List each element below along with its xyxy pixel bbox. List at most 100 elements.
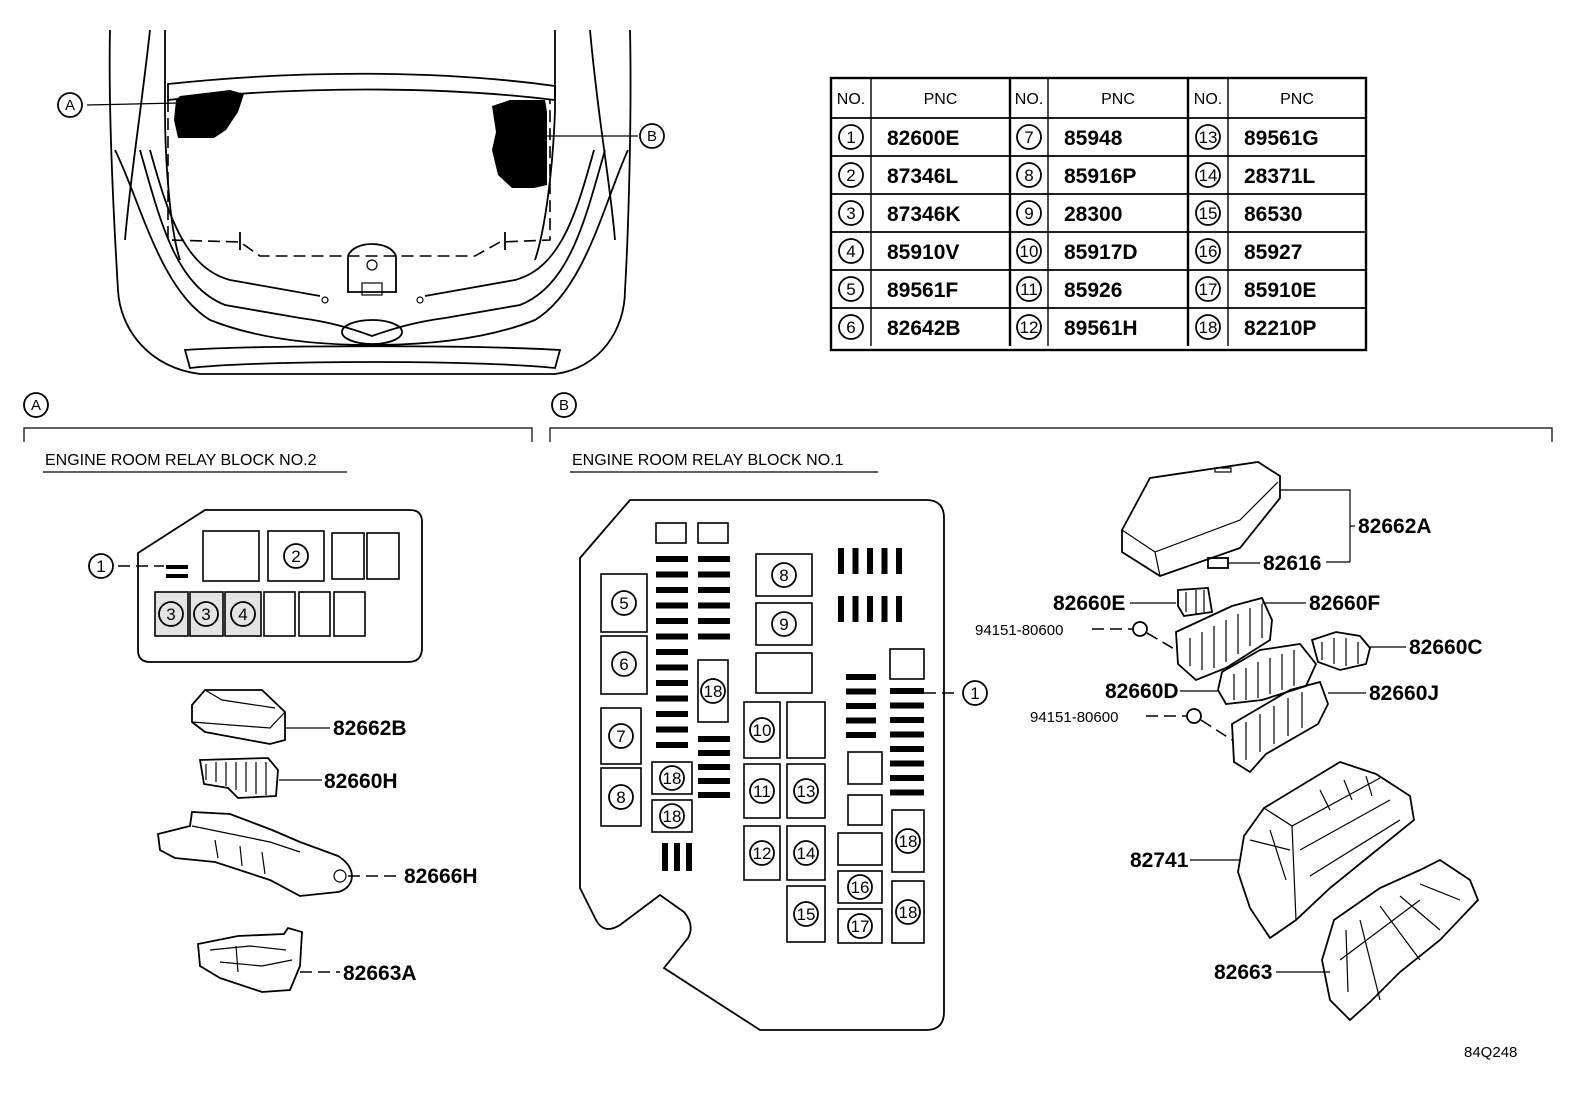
fuse-bar xyxy=(698,556,730,562)
callout-number: 1 xyxy=(970,684,979,703)
fuse-bar xyxy=(890,717,924,723)
part-label: 82666H xyxy=(404,865,478,888)
fuse-bar xyxy=(846,732,876,738)
fuse-bar xyxy=(686,843,692,871)
part-82660c-drawing xyxy=(1310,631,1371,671)
table-item-number: 11 xyxy=(1020,280,1038,299)
fuse-bar xyxy=(867,596,873,622)
section-b: B ENGINE ROOM RELAY BLOCK NO.1 xyxy=(549,392,1553,1031)
part-label: 94151-80600 xyxy=(975,622,1063,639)
fuse-bar xyxy=(656,556,688,562)
fuse-bar xyxy=(867,548,873,574)
part-82660f-drawing xyxy=(1175,596,1273,682)
fuse-bar xyxy=(698,764,730,770)
callout-number: 16 xyxy=(851,878,870,897)
part-82660e-drawing xyxy=(1177,587,1214,617)
fuse-bar xyxy=(890,789,924,796)
item-number-circle xyxy=(1016,200,1042,226)
part-82663a-drawing xyxy=(197,926,340,993)
table-pnc: 89561H xyxy=(1064,317,1138,340)
part-label: 82660D xyxy=(1105,680,1179,703)
fuse-bar xyxy=(890,775,924,781)
callout-number: 2 xyxy=(291,547,300,566)
fuse-bar xyxy=(698,618,730,624)
fuse-bar xyxy=(656,602,688,609)
part-label: 82662A xyxy=(1358,515,1432,538)
fuse-bar xyxy=(656,664,688,671)
table-pnc: 85917D xyxy=(1064,241,1138,264)
part-82662b-drawing xyxy=(191,689,330,745)
vehicle-overview: A B xyxy=(57,29,665,375)
fuse-bar xyxy=(656,726,688,733)
table-item-number: 5 xyxy=(846,280,855,299)
fuse-bar xyxy=(852,596,859,622)
callout-number: 17 xyxy=(851,917,870,936)
fuse-bar xyxy=(656,571,688,578)
item-number-circle xyxy=(1016,124,1042,150)
table-header-cell: NO. xyxy=(1015,91,1043,108)
diagram-id: 84Q248 xyxy=(1464,1044,1517,1061)
fuse-bar xyxy=(838,548,844,574)
item-number-circle xyxy=(1195,162,1221,188)
fuse-bar xyxy=(846,688,876,695)
callout-number: 10 xyxy=(753,721,772,740)
table-header-cell: PNC xyxy=(924,91,958,108)
callout-number: 1 xyxy=(96,557,105,576)
part-label: 82616 xyxy=(1263,552,1321,575)
callout-number: 18 xyxy=(663,769,682,788)
table-header-cell: PNC xyxy=(1101,91,1135,108)
fuse-bar xyxy=(896,548,902,574)
table-item-number: 8 xyxy=(1024,166,1033,185)
table-item-number: 9 xyxy=(1024,204,1033,223)
table-pnc: 85926 xyxy=(1064,279,1122,302)
item-number-circle xyxy=(1016,238,1042,264)
fuse-bar xyxy=(846,717,876,724)
part-label: 82660F xyxy=(1309,592,1380,615)
fuse-bar xyxy=(890,702,924,709)
table-item-number: 18 xyxy=(1199,318,1218,337)
fuse-bar xyxy=(656,618,688,624)
table-pnc: 85910E xyxy=(1244,279,1316,302)
table-pnc: 85910V xyxy=(887,241,959,264)
part-label: 94151-80600 xyxy=(1030,709,1118,726)
item-number-circle xyxy=(1195,200,1221,226)
table-pnc: 89561G xyxy=(1244,127,1319,150)
fuse-bar xyxy=(846,703,876,709)
table-item-number: 15 xyxy=(1199,204,1218,223)
section-b-marker: B xyxy=(559,397,569,414)
callout-number: 8 xyxy=(779,566,788,585)
table-pnc: 82210P xyxy=(1244,317,1316,340)
item-number-circle xyxy=(838,162,864,188)
fuse-bar xyxy=(881,596,888,622)
block-b-callouts: 5 6 7 8 8 9 18 18 18 10 11 12 13 14 15 1… xyxy=(608,562,988,939)
fuse-bar xyxy=(656,711,688,717)
table-item-number: 13 xyxy=(1199,128,1218,147)
fuse-bar xyxy=(698,633,730,640)
table-item-number: 7 xyxy=(1024,128,1033,147)
fuse-bar xyxy=(881,548,888,574)
fuse-bar xyxy=(896,596,902,622)
fuse-bar xyxy=(698,792,730,798)
section-b-title: ENGINE ROOM RELAY BLOCK NO.1 xyxy=(572,452,844,469)
part-label: 82663 xyxy=(1214,961,1272,984)
part-label: 82660E xyxy=(1053,592,1125,615)
table-item-number: 6 xyxy=(846,318,855,337)
fuse-bar xyxy=(698,736,730,742)
item-number-circle xyxy=(1016,276,1042,302)
table-header-cell: PNC xyxy=(1280,91,1314,108)
part-82660j-drawing xyxy=(1231,680,1329,774)
fuse-bar xyxy=(698,571,730,578)
item-number-circle xyxy=(838,124,864,150)
callout-number: 6 xyxy=(619,655,628,674)
callout-number: 15 xyxy=(797,905,816,924)
fuse-bar xyxy=(662,843,668,871)
table-header-cell: NO. xyxy=(837,91,865,108)
fuse-bar xyxy=(838,596,844,622)
fuse-bar xyxy=(890,731,924,738)
fuse-bar xyxy=(656,680,688,686)
callout-number: 8 xyxy=(616,788,625,807)
table-header-cell: NO. xyxy=(1194,91,1222,108)
table-pnc: 82600E xyxy=(887,127,959,150)
callout-number: 12 xyxy=(753,844,772,863)
callout-number: 18 xyxy=(663,807,682,826)
